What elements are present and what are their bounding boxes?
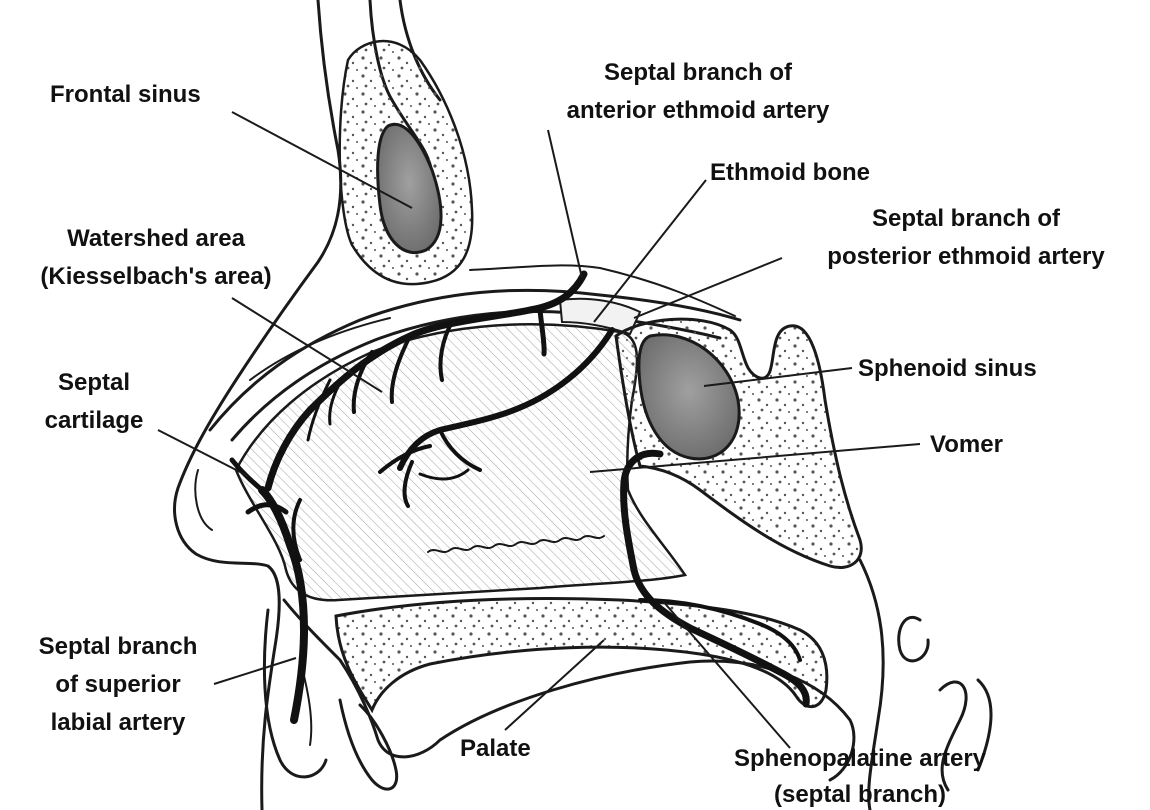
leader-superior-labial: [214, 658, 296, 684]
label-septal-cartilage-line2: cartilage: [45, 407, 144, 434]
leader-palate: [505, 640, 604, 730]
label-anterior-ethmoid-line1: Septal branch of: [604, 59, 793, 86]
leader-anterior-ethmoid: [548, 130, 582, 278]
label-palate: Palate: [460, 735, 531, 762]
label-posterior-ethmoid-line2: posterior ethmoid artery: [827, 243, 1105, 270]
label-ethmoid-bone: Ethmoid bone: [710, 159, 870, 186]
label-superior-labial-line1: Septal branch: [39, 633, 198, 660]
label-sphenopalatine-line2: (septal branch): [774, 781, 946, 808]
nasal-septum: [236, 324, 685, 600]
label-anterior-ethmoid-line2: anterior ethmoid artery: [567, 97, 830, 124]
label-superior-labial-line3: labial artery: [51, 709, 186, 736]
label-frontal-sinus: Frontal sinus: [50, 81, 201, 108]
label-sphenoid-sinus: Sphenoid sinus: [858, 355, 1037, 382]
label-watershed-line2: (Kiesselbach's area): [40, 263, 271, 290]
leader-posterior-ethmoid: [634, 258, 782, 318]
label-superior-labial-line2: of superior: [55, 671, 180, 698]
label-watershed-line1: Watershed area: [67, 225, 246, 252]
label-septal-cartilage-line1: Septal: [58, 369, 130, 396]
label-posterior-ethmoid-line1: Septal branch of: [872, 205, 1061, 232]
label-vomer: Vomer: [930, 431, 1003, 458]
label-sphenopalatine-line1: Sphenopalatine artery: [734, 745, 987, 772]
